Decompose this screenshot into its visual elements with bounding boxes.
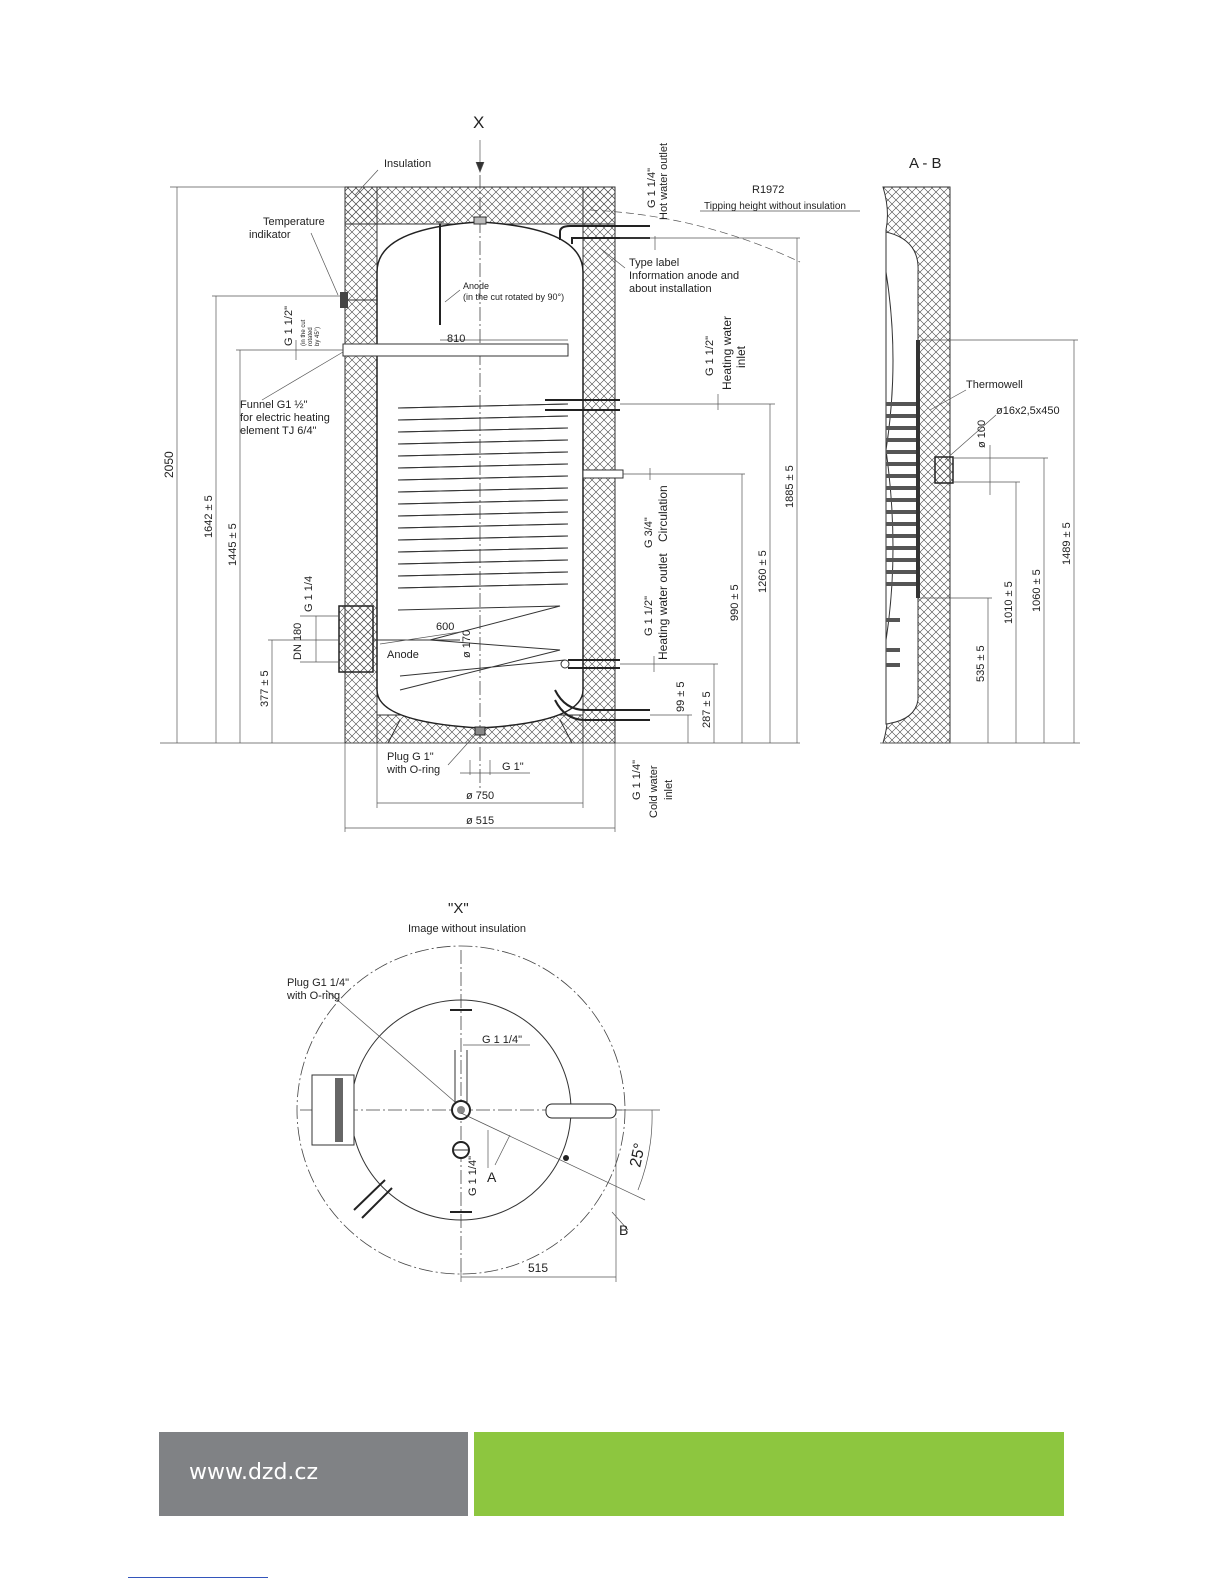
type-label-3: about installation (629, 283, 712, 295)
dim-990: 990 ± 5 (729, 584, 741, 621)
dim-1010: 1010 ± 5 (1003, 581, 1015, 624)
angle-25: 25° (627, 1142, 649, 1169)
view-x-subtitle: Image without insulation (408, 923, 526, 935)
circulation-label: Circulation (656, 485, 670, 542)
technical-drawing: X Insulation Temperature indikator G 1 1… (160, 113, 1080, 1282)
dim-1060: 1060 ± 5 (1031, 569, 1043, 612)
dim-1489: 1489 ± 5 (1061, 522, 1073, 565)
type-label-2: Information anode and (629, 270, 739, 282)
tipping-height-label: Tipping height without insulation (704, 201, 846, 212)
funnel-size-label: G 1 1/2" (283, 306, 295, 346)
funnel-label-1: Funnel G1 ½" (240, 399, 308, 411)
thermowell-label: Thermowell (966, 379, 1023, 391)
heat-outlet-size: G 1 1/2" (643, 596, 655, 636)
dim-1445: 1445 ± 5 (227, 523, 239, 566)
footer-url-link[interactable]: www.dzd.cz (189, 1460, 319, 1485)
cold-inlet-label-1: Cold water (648, 765, 660, 818)
dim-1642: 1642 ± 5 (203, 495, 215, 538)
funnel-label-3: element TJ 6/4" (240, 425, 317, 437)
thermowell (934, 456, 954, 484)
flange-size-label: G 1 1/4 (303, 576, 315, 612)
dim-g1: G 1" (502, 761, 524, 773)
funnel-label-2: for electric heating (240, 412, 330, 424)
mark-a: A (487, 1169, 497, 1185)
dim-170: ø 170 (461, 630, 473, 658)
dim-100: ø 100 (976, 420, 988, 448)
funnel-note-3: by 45°) (315, 327, 321, 346)
funnel-note-2: rotated (308, 327, 314, 346)
hot-outlet-size: G 1 1/4" (646, 168, 658, 208)
bottom-rule (128, 1577, 268, 1578)
anode-low-label: Anode (387, 649, 419, 661)
anode-top-label-2: (in the cut rotated by 90°) (463, 292, 564, 302)
dim-2050: 2050 (162, 451, 176, 478)
view-x-title: "X" (448, 900, 469, 917)
insulation-label: Insulation (384, 158, 431, 170)
heat-inlet-size: G 1 1/2" (704, 336, 716, 376)
cold-inlet-size: G 1 1/4" (631, 760, 643, 800)
r1972-label: R1972 (752, 184, 784, 196)
footer-green-bar (474, 1432, 1064, 1516)
section-ab-title: A - B (909, 155, 942, 172)
dim-810: 810 (447, 333, 465, 345)
top-dim-g114: G 1 1/4" (482, 1034, 522, 1046)
anode-top-label-1: Anode (463, 281, 489, 291)
mark-b: B (619, 1222, 628, 1238)
dim-dn180: DN 180 (292, 623, 304, 660)
circulation-size: G 3/4" (643, 517, 655, 548)
section-ab-view: A - B Thermowell ø16x2,5x450 ø 100 1489 … (880, 155, 1080, 744)
temperature-label-1: Temperature (263, 216, 325, 228)
dim-1260: 1260 ± 5 (757, 550, 769, 593)
top-dim-g114b: G 1 1/4" (467, 1156, 479, 1196)
insulation-right (582, 186, 616, 744)
thermowell-size: ø16x2,5x450 (996, 405, 1060, 417)
main-section-view: X Insulation Temperature indikator G 1 1… (160, 113, 860, 832)
temperature-label-2: indikator (249, 229, 291, 241)
cold-inlet-label-2: inlet (663, 780, 675, 800)
hot-outlet-label: Hot water outlet (658, 143, 670, 220)
dim-750: ø 750 (466, 790, 494, 802)
flange (338, 605, 374, 673)
dim-535: 535 ± 5 (975, 645, 987, 682)
heat-inlet-label-1: Heating water (720, 316, 734, 390)
heat-inlet-label-2: inlet (734, 345, 748, 368)
top-dim-515: 515 (528, 1261, 548, 1275)
view-x-top: "X" Image without insulation (286, 900, 660, 1282)
plug-top-label-1: Plug G1 1/4" (287, 977, 349, 989)
plug-top-label-2: with O-ring (286, 990, 340, 1002)
dim-515: ø 515 (466, 815, 494, 827)
plug-label-2: with O-ring (386, 764, 440, 776)
dim-287: 287 ± 5 (701, 691, 713, 728)
dim-99: 99 ± 5 (675, 681, 687, 712)
heat-outlet-label: Heating water outlet (656, 553, 670, 660)
plug-label-1: Plug G 1" (387, 751, 434, 763)
dim-377: 377 ± 5 (259, 670, 271, 707)
dim-600: 600 (436, 621, 454, 633)
type-label-1: Type label (629, 257, 679, 269)
funnel-note-1: (in the cut (301, 319, 307, 346)
view-x-arrow-label: X (473, 113, 484, 132)
dim-1885: 1885 ± 5 (784, 465, 796, 508)
footer-gray-bar: www.dzd.cz (159, 1432, 468, 1516)
heating-coil (397, 399, 620, 691)
